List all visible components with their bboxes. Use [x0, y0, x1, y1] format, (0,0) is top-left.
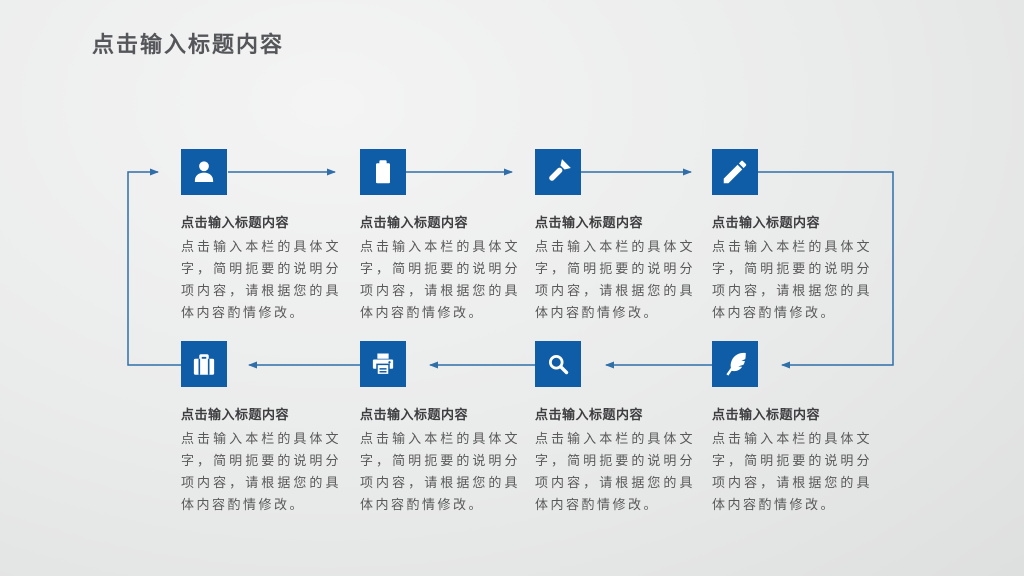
- flashlight-icon: [535, 149, 581, 195]
- printer-icon: [360, 341, 406, 387]
- step-body: 点击输入本栏的具体文字，简明扼要的说明分项内容，请根据您的具体内容酌情修改。: [360, 431, 520, 512]
- step-title: 点击输入标题内容: [712, 407, 821, 422]
- pencil-icon: [712, 149, 758, 195]
- step-title: 点击输入标题内容: [535, 407, 644, 422]
- flow-step-7: 点击输入标题内容 点击输入本栏的具体文字，简明扼要的说明分项内容，请根据您的具体…: [360, 341, 524, 516]
- step-body: 点击输入本栏的具体文字，简明扼要的说明分项内容，请根据您的具体内容酌情修改。: [712, 239, 872, 320]
- step-title: 点击输入标题内容: [181, 407, 290, 422]
- flow-step-5: 点击输入标题内容 点击输入本栏的具体文字，简明扼要的说明分项内容，请根据您的具体…: [712, 341, 876, 516]
- step-title: 点击输入标题内容: [360, 407, 469, 422]
- arrow-step4-step5-loop: [758, 171, 894, 369]
- briefcase-icon: [181, 341, 227, 387]
- step-body: 点击输入本栏的具体文字，简明扼要的说明分项内容，请根据您的具体内容酌情修改。: [535, 239, 695, 320]
- search-icon: [535, 341, 581, 387]
- quill-icon: [712, 341, 758, 387]
- flow-step-6: 点击输入标题内容 点击输入本栏的具体文字，简明扼要的说明分项内容，请根据您的具体…: [535, 341, 699, 516]
- clipboard-icon: [360, 149, 406, 195]
- step-title: 点击输入标题内容: [712, 215, 821, 230]
- user-icon: [181, 149, 227, 195]
- step-title: 点击输入标题内容: [360, 215, 469, 230]
- flow-step-4: 点击输入标题内容 点击输入本栏的具体文字，简明扼要的说明分项内容，请根据您的具体…: [712, 149, 876, 324]
- flow-step-1: 点击输入标题内容 点击输入本栏的具体文字，简明扼要的说明分项内容，请根据您的具体…: [181, 149, 345, 324]
- step-body: 点击输入本栏的具体文字，简明扼要的说明分项内容，请根据您的具体内容酌情修改。: [181, 239, 341, 320]
- step-body: 点击输入本栏的具体文字，简明扼要的说明分项内容，请根据您的具体内容酌情修改。: [181, 431, 341, 512]
- flow-step-8: 点击输入标题内容 点击输入本栏的具体文字，简明扼要的说明分项内容，请根据您的具体…: [181, 341, 345, 516]
- step-body: 点击输入本栏的具体文字，简明扼要的说明分项内容，请根据您的具体内容酌情修改。: [360, 239, 520, 320]
- step-title: 点击输入标题内容: [181, 215, 290, 230]
- arrow-step8-step1-loop: [127, 168, 181, 366]
- flow-step-2: 点击输入标题内容 点击输入本栏的具体文字，简明扼要的说明分项内容，请根据您的具体…: [360, 149, 524, 324]
- flow-step-3: 点击输入标题内容 点击输入本栏的具体文字，简明扼要的说明分项内容，请根据您的具体…: [535, 149, 699, 324]
- step-title: 点击输入标题内容: [535, 215, 644, 230]
- step-body: 点击输入本栏的具体文字，简明扼要的说明分项内容，请根据您的具体内容酌情修改。: [712, 431, 872, 512]
- slide-title: 点击输入标题内容: [92, 32, 285, 57]
- step-body: 点击输入本栏的具体文字，简明扼要的说明分项内容，请根据您的具体内容酌情修改。: [535, 431, 695, 512]
